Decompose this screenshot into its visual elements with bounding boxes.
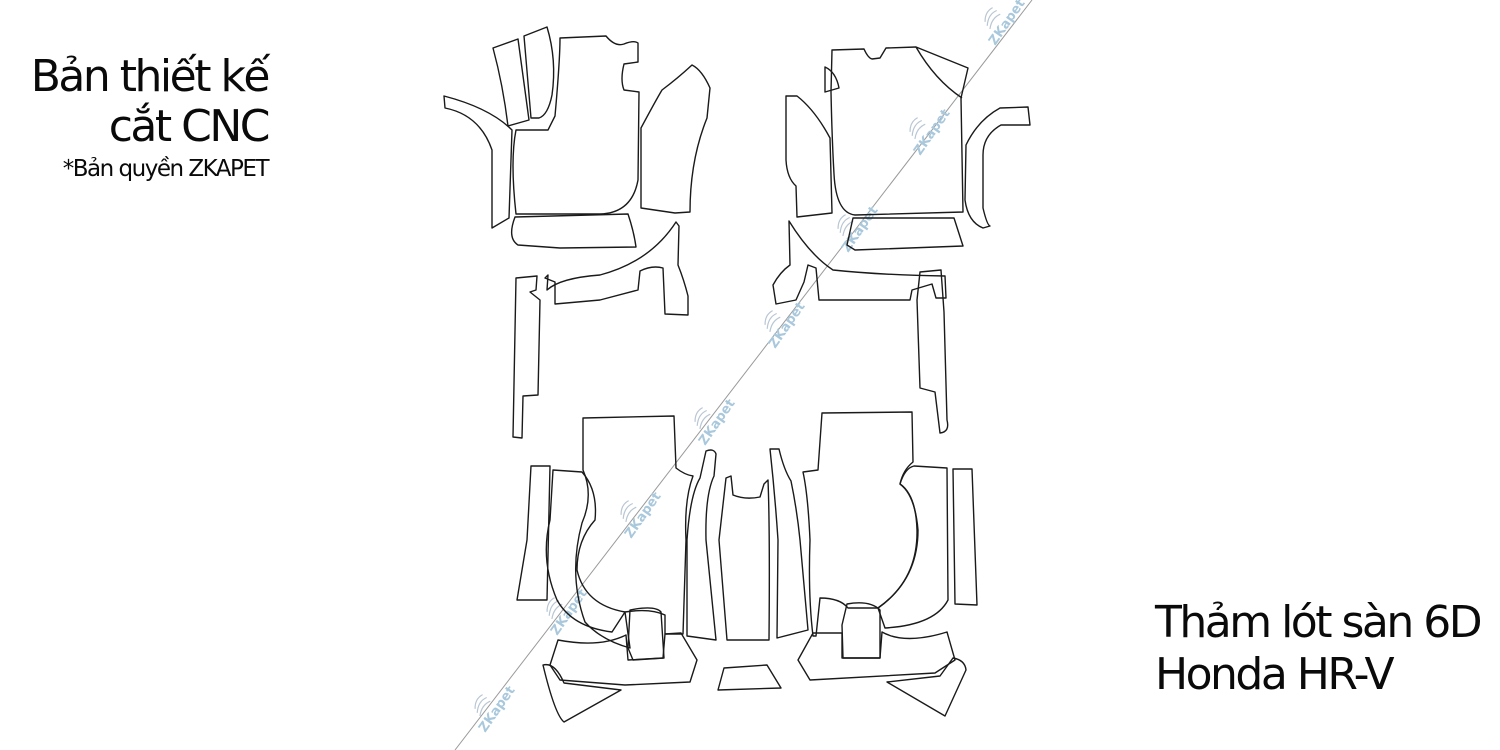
watermark-logo-icon: ZKapet [474, 684, 519, 735]
piece-rl-lower [549, 632, 698, 686]
piece-fl-strip-b [523, 26, 555, 119]
watermark-logo-icon: ZKapet [694, 397, 739, 448]
product-name-block: Thảm lót sàn 6D Honda HR-V [1155, 597, 1483, 701]
piece-rr-arch-strip [877, 465, 949, 629]
piece-fl-tunnel-left [544, 221, 689, 316]
product-line-2: Honda HR-V [1155, 649, 1395, 700]
piece-fl-right-side [640, 64, 711, 214]
piece-rc-bottom-trap [717, 664, 782, 691]
copyright-notice: *Bản quyền ZKAPET [62, 156, 270, 182]
rear-right-group [797, 411, 978, 717]
title-line-2: cắt CNC [108, 101, 271, 152]
watermark-logo-icon: ZKapet [764, 300, 809, 351]
piece-fr-seat-arc [915, 46, 963, 99]
piece-fr-lower-bar [846, 217, 964, 251]
watermark-diagonal-line [454, 0, 1033, 750]
svg-text:ZKapet: ZKapet [986, 0, 1028, 48]
piece-rc-front-strip [769, 448, 809, 639]
piece-rr-pillar [952, 468, 978, 606]
piece-fr-tunnel-right [772, 220, 947, 305]
product-line-1: Thảm lót sàn 6D [1155, 597, 1483, 648]
watermark-logo-icon: ZKapet [909, 107, 954, 158]
piece-fl-strip-a [492, 38, 530, 127]
front-right-group [772, 46, 1031, 434]
watermark-group: ZKapet ZKapet ZKapet ZKapet ZKapet ZKape… [474, 0, 1029, 735]
piece-fr-main-mat [830, 46, 969, 216]
piece-fr-right-arch [964, 106, 1031, 229]
piece-fl-main-mat [512, 35, 640, 215]
piece-rr-lower [797, 631, 956, 681]
piece-rc-center-tunnel [718, 475, 771, 641]
title-line-1: Bản thiết kế [30, 51, 271, 102]
piece-fl-pillar-left [512, 275, 541, 439]
front-left-group [443, 26, 711, 439]
rear-left-group [516, 415, 717, 723]
piece-fr-left-side [785, 95, 833, 218]
piece-rr-heel-pad [841, 602, 881, 659]
piece-fl-lower-bar [510, 213, 637, 249]
piece-rl-tunnel-strip [686, 449, 717, 641]
watermark-logo-icon: ZKapet [620, 490, 665, 541]
piece-rl-heel-pad [627, 607, 665, 661]
watermark-logo-icon: ZKapet [984, 0, 1029, 48]
piece-fr-small-tab [824, 66, 840, 93]
piece-fl-side-curve [443, 95, 513, 229]
piece-rl-arch-strip [545, 469, 626, 633]
piece-fr-pillar-right [916, 269, 949, 434]
rear-center-group [717, 448, 809, 691]
piece-rr-wedge [886, 657, 967, 717]
piece-rl-pillar [516, 465, 551, 601]
design-title-block: Bản thiết kế cắt CNC *Bản quyền ZKAPET [30, 51, 271, 184]
piece-rl-wedge [542, 663, 622, 723]
watermark-logo-icon: ZKapet [837, 204, 882, 255]
